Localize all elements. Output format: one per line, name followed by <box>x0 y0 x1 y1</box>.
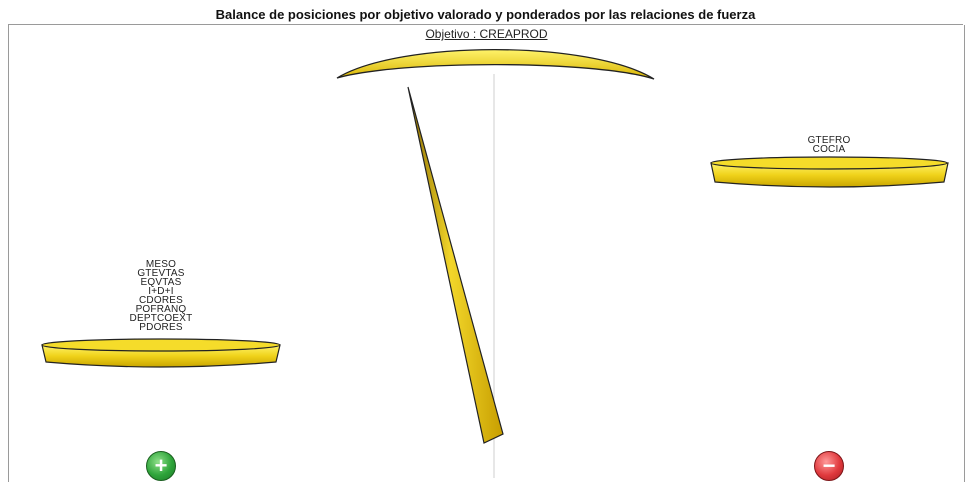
right-pan-actor-list: GTEFRO COCIA <box>769 135 889 155</box>
actor-label: GTEFRO <box>807 135 851 146</box>
plus-button[interactable]: + <box>146 451 176 481</box>
window-title: Balance de posiciones por objetivo valor… <box>215 7 756 22</box>
title-bar: Balance de posiciones por objetivo valor… <box>8 6 963 25</box>
actor-label: CDORES <box>139 295 183 306</box>
objective-text: Objetivo : CREAPROD <box>425 27 548 41</box>
actor-label: I+D+I <box>148 286 174 297</box>
actor-label: PDORES <box>139 322 183 333</box>
plus-circle-icon: + <box>154 453 168 478</box>
actor-label: POFRANQ <box>135 304 187 315</box>
actor-label: GTEVTAS <box>137 268 185 279</box>
scale-beam <box>336 49 655 80</box>
actor-label: DEPTCOEXT <box>129 313 193 324</box>
left-pan-actor-list: MESO GTEVTAS EQVTAS I+D+I CDORES POFRANQ… <box>101 259 221 333</box>
plot-area: Objetivo : CREAPROD MESO GTEVTAS EQVTAS … <box>8 25 965 482</box>
left-pan <box>41 338 281 368</box>
minus-button[interactable]: − <box>814 451 844 481</box>
minus-circle-icon: − <box>822 453 836 478</box>
actor-label: COCIA <box>812 144 846 155</box>
objective-label: Objetivo : CREAPROD <box>9 27 964 41</box>
right-pan <box>710 156 949 188</box>
actor-label: MESO <box>145 259 177 270</box>
actor-label: EQVTAS <box>140 277 182 288</box>
scale-needle <box>407 86 504 444</box>
